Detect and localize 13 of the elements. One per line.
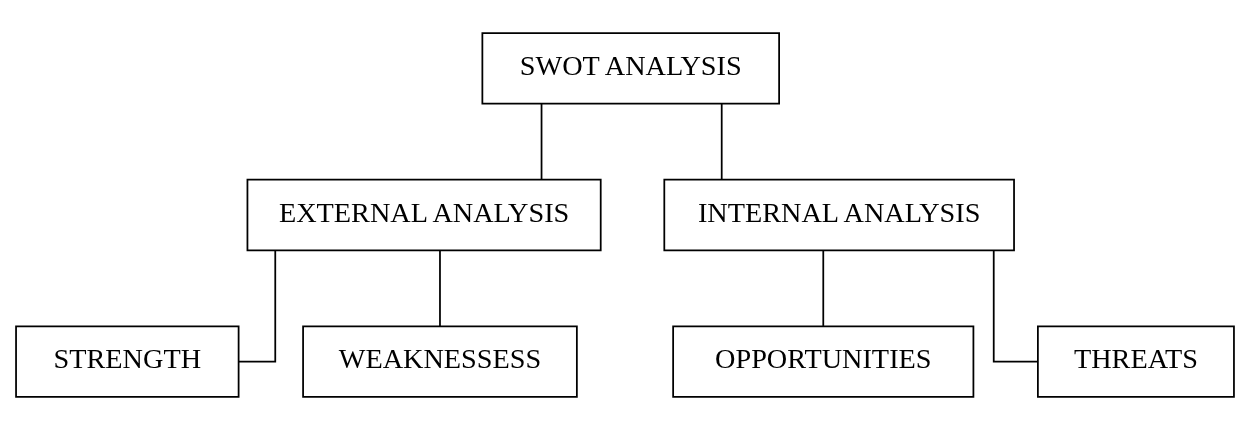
- node-box: OPPORTUNITIES: [672, 325, 975, 398]
- connector: [237, 249, 277, 363]
- node-box: THREATS: [1037, 325, 1235, 398]
- connector: [720, 103, 723, 181]
- node-box: SWOT ANALYSIS: [481, 32, 780, 105]
- connector: [439, 249, 441, 327]
- node-box: INTERNAL ANALYSIS: [663, 178, 1015, 252]
- connector: [540, 103, 543, 181]
- connector: [822, 249, 825, 327]
- node-box: STRENGTH: [15, 325, 240, 398]
- node-box: WEAKNESSESS: [302, 325, 578, 398]
- connector: [992, 249, 1039, 363]
- node-box: EXTERNAL ANALYSIS: [246, 178, 602, 252]
